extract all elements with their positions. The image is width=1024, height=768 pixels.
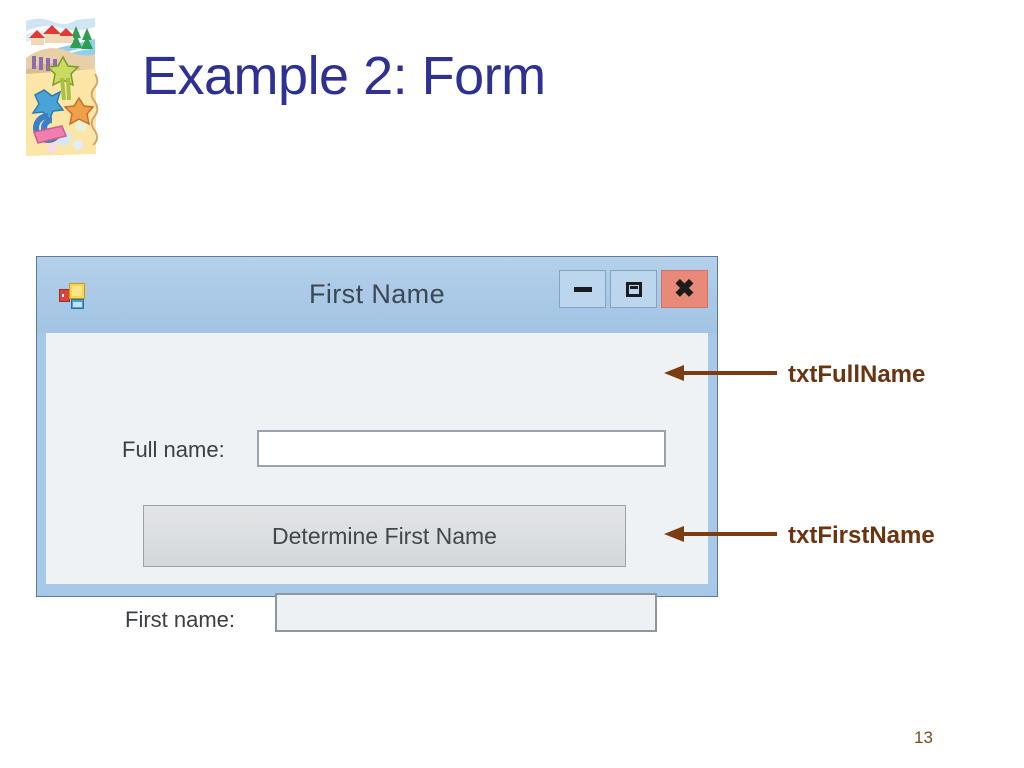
close-icon: ✖: [674, 274, 695, 303]
txtFirstName-textbox[interactable]: [275, 593, 657, 632]
form-client-area: Full name: Determine First Name First na…: [46, 333, 708, 632]
left-arrow-icon: [664, 524, 777, 549]
annotation-label: txtFirstName: [788, 522, 935, 549]
maximize-icon: [625, 281, 642, 297]
annotation-label: txtFullName: [788, 361, 926, 388]
minimize-button[interactable]: [559, 270, 606, 308]
vb-form-icon: [59, 283, 89, 311]
form-titlebar[interactable]: First Name ✖: [37, 257, 717, 333]
minimize-icon: [573, 286, 592, 292]
left-arrow-icon: [664, 363, 777, 388]
annotation-txtfirstname: txtFirstName: [664, 522, 935, 549]
maximize-button[interactable]: [610, 270, 657, 308]
page-title: Example 2: Form: [142, 46, 546, 106]
window-controls: ✖: [559, 270, 708, 308]
form-title-text: First Name: [308, 279, 445, 309]
beach-scene-clipart: [18, 12, 100, 160]
txtFullName-textbox[interactable]: [257, 430, 666, 467]
annotation-txtfullname: txtFullName: [664, 361, 926, 388]
full-name-label: Full name:: [122, 437, 225, 462]
determine-first-name-button[interactable]: Determine First Name: [143, 505, 626, 567]
first-name-label: First name:: [125, 607, 236, 632]
mock-form-window: First Name ✖ Full name: Determine First …: [36, 256, 718, 632]
close-button[interactable]: ✖: [661, 270, 708, 308]
page-number: 13: [914, 728, 933, 747]
